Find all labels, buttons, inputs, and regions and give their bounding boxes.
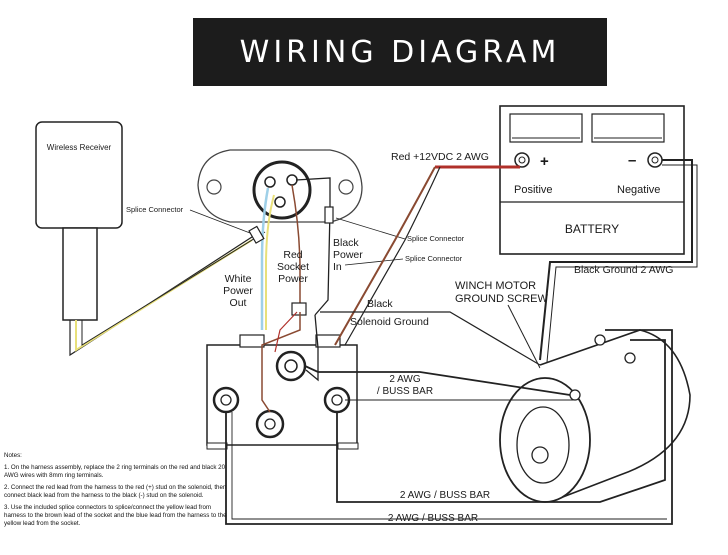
- note-1: 1. On the harness assembly, replace the …: [4, 464, 226, 479]
- battery-terminal-negative-inner: [651, 156, 659, 164]
- winch-motor-terminal-3: [569, 389, 581, 401]
- winch-motor-terminal-2: [624, 352, 636, 364]
- red-socket-power-line2: Socket: [277, 261, 309, 273]
- solenoid-ground-wire: [320, 311, 541, 366]
- splice-connector-label-3: Splice Connector: [405, 254, 463, 263]
- black-ground-cable-2: [546, 164, 698, 363]
- title-banner: WIRING DIAGRAM: [193, 18, 607, 86]
- black-power-in-line3: In: [333, 261, 342, 273]
- solenoid-ground-label: Solenoid Ground: [350, 316, 429, 328]
- solenoid-stud-right-inner: [331, 394, 343, 406]
- splice-leader-2: [335, 217, 406, 240]
- splice-connector-left: [248, 225, 265, 244]
- battery-cap-right: [591, 113, 665, 143]
- black-power-in-line1: Black: [333, 237, 359, 249]
- buss-bar-2-label: 2 AWG / BUSS BAR: [400, 490, 490, 501]
- battery-cap-left: [509, 113, 583, 143]
- buss-bar-1-label-a: 2 AWG: [389, 374, 421, 385]
- solenoid-stud-bottom-inner: [264, 418, 276, 430]
- note-3: 3. Use the included splice connectors to…: [4, 504, 227, 527]
- socket-pin-2: [286, 174, 298, 186]
- socket-body: [252, 160, 312, 220]
- solenoid-stud-left-inner: [220, 394, 232, 406]
- diagram-title: WIRING DIAGRAM: [239, 34, 561, 70]
- ground-screw-leader: [507, 304, 541, 369]
- socket-wire-yellow: [265, 194, 275, 330]
- black-ground-cable: [539, 159, 693, 361]
- receiver-cable-2: [81, 231, 266, 346]
- red-socket-power-line3: Power: [278, 273, 308, 285]
- solenoid-wire-brown: [261, 312, 301, 413]
- buss-bar-3-cable: [225, 329, 673, 525]
- splice-connector-label-2: Splice Connector: [407, 234, 465, 243]
- solenoid-stud-top-inner: [284, 359, 298, 373]
- red-12vdc-label: Red +12VDC 2 AWG: [391, 151, 489, 163]
- socket-pin-3: [274, 196, 286, 208]
- black-label: Black: [367, 298, 393, 310]
- negative-label: Negative: [617, 184, 660, 196]
- winch-motor-terminal-1: [594, 334, 606, 346]
- socket-wire-blue: [260, 187, 270, 330]
- buss-bar-3-label: 2 AWG / BUSS BAR: [388, 513, 478, 524]
- buss-bar-2-cable: [336, 339, 666, 503]
- receiver-cable: [69, 234, 256, 357]
- positive-sign: +: [540, 153, 549, 170]
- positive-label: Positive: [514, 184, 553, 196]
- white-power-out-line3: Out: [230, 297, 247, 309]
- socket-mount-hole-left: [206, 179, 222, 195]
- buss-bar-1-label-b: / BUSS BAR: [377, 386, 433, 397]
- winch-motor-label-1: WINCH MOTOR: [455, 280, 536, 292]
- solenoid-wire-red-socket: [274, 311, 298, 353]
- splice-connector-right: [324, 206, 334, 224]
- black-power-in-line2: Power: [333, 249, 363, 261]
- solenoid-tab-left: [239, 334, 265, 348]
- buss-bar-1-cable: [304, 365, 571, 396]
- wireless-receiver-box: [35, 121, 123, 229]
- negative-sign: –: [628, 152, 636, 169]
- splice-leader-1: [189, 209, 251, 234]
- black-ground-label: Black Ground 2 AWG: [574, 264, 673, 276]
- solenoid-tab-right: [315, 334, 341, 348]
- socket-mount-hole-right: [338, 179, 354, 195]
- red-positive-cable-run: [334, 166, 436, 346]
- red-socket-power-line1: Red: [283, 249, 302, 261]
- notes-heading: Notes:: [4, 452, 22, 459]
- battery-terminal-positive-inner: [518, 156, 526, 164]
- winch-motor-end-inner: [516, 406, 570, 484]
- battery-label: BATTERY: [565, 222, 619, 236]
- winch-motor-label-2: GROUND SCREW: [455, 293, 549, 305]
- red-positive-cable-run-2: [344, 166, 441, 346]
- splice-connector-label-1: Splice Connector: [126, 205, 184, 214]
- solenoid-foot-left: [206, 442, 228, 450]
- socket-wire-brown: [291, 184, 301, 305]
- solenoid-wire-black: [305, 314, 319, 382]
- notes-section: Notes: 1. On the harness assembly, repla…: [4, 452, 234, 532]
- buss-bar-3-cable-inner: [231, 412, 667, 520]
- socket-pin-1: [264, 176, 276, 188]
- solenoid-foot-right: [337, 442, 359, 450]
- winch-motor-shaft: [531, 446, 549, 464]
- white-power-out-line2: Power: [223, 285, 253, 297]
- wireless-receiver-antenna: [62, 227, 98, 321]
- socket-power-connector: [291, 302, 307, 316]
- white-power-out-line1: White: [225, 273, 252, 285]
- note-2: 2. Connect the red lead from the harness…: [4, 484, 227, 499]
- wireless-receiver-label: Wireless Receiver: [47, 143, 112, 152]
